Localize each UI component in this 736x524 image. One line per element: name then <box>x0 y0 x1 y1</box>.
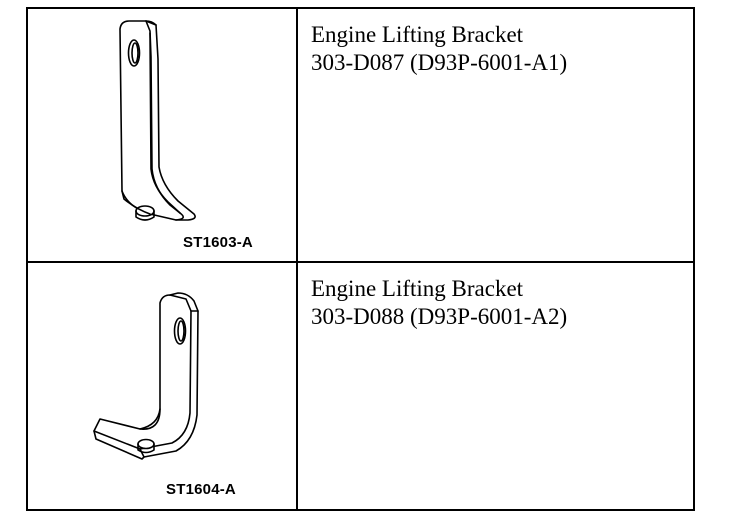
column-divider <box>296 263 298 509</box>
tool-description: Engine Lifting Bracket 303-D087 (D93P-60… <box>311 21 567 77</box>
tool-name: Engine Lifting Bracket <box>311 22 524 47</box>
illustration-ref-code: ST1603-A <box>183 234 253 251</box>
tool-description: Engine Lifting Bracket 303-D088 (D93P-60… <box>311 275 567 331</box>
tool-row: ST1604-A Engine Lifting Bracket 303-D088… <box>28 263 693 509</box>
tool-illustration-cell: ST1603-A <box>28 9 296 261</box>
lifting-bracket-a2-icon <box>93 292 199 460</box>
tool-row: ST1603-A Engine Lifting Bracket 303-D087… <box>28 9 693 263</box>
tool-number: 303-D087 (D93P-6001-A1) <box>311 50 568 75</box>
lifting-bracket-a1-icon <box>119 20 196 221</box>
special-tool-table: ST1603-A Engine Lifting Bracket 303-D087… <box>26 7 695 511</box>
column-divider <box>296 9 298 261</box>
tool-name: Engine Lifting Bracket <box>311 276 524 301</box>
illustration-ref-code: ST1604-A <box>166 481 236 498</box>
tool-number: 303-D088 (D93P-6001-A2) <box>311 304 568 329</box>
tool-illustration-cell: ST1604-A <box>28 263 296 509</box>
